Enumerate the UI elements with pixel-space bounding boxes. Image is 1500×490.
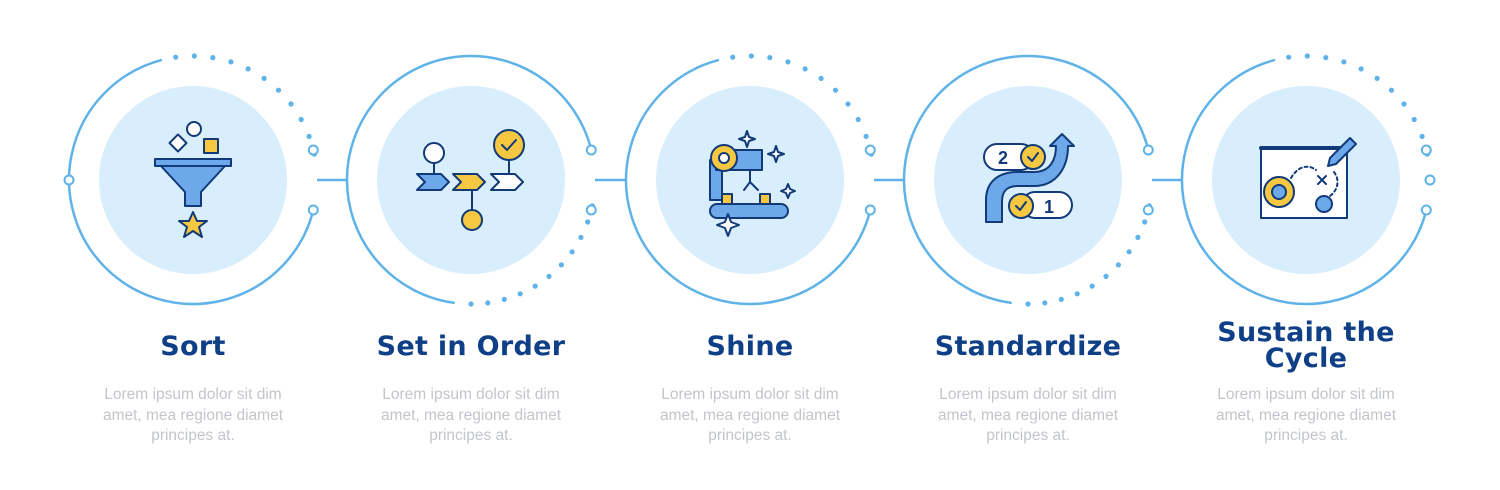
ring-dot [767, 55, 773, 61]
step-title: Shine [706, 331, 794, 362]
ring-connector-node [63, 174, 75, 186]
ring-dot [275, 87, 282, 93]
ring-connector-node [864, 204, 876, 216]
ring-dot [306, 133, 312, 139]
ring-dot [517, 291, 523, 297]
ring-dot [1025, 301, 1031, 307]
step-set-in-order: Set in Order Lorem ipsum dolor sit dim a… [341, 333, 601, 447]
ring-dot [569, 249, 575, 255]
ring-dot [832, 87, 839, 93]
ring-dot [855, 116, 861, 123]
ring-dot [802, 66, 808, 72]
ring-dot [173, 54, 179, 60]
step-description: Lorem ipsum dolor sit dim amet, mea regi… [659, 386, 841, 444]
ring-connector-node [1420, 204, 1432, 216]
ring-dot [1358, 66, 1364, 72]
ring-connector-node [585, 144, 597, 156]
ring-dot [228, 59, 234, 65]
step-description: Lorem ipsum dolor sit dim amet, mea regi… [102, 386, 284, 444]
ring-dot [1411, 116, 1417, 123]
ring-dot [1286, 54, 1292, 60]
ring-dot [730, 54, 736, 60]
step-standardize: Standardize Lorem ipsum dolor sit dim am… [898, 333, 1158, 447]
ring-arc [67, 58, 315, 306]
ring-dot [748, 53, 754, 59]
ring-connector-node [1142, 204, 1154, 216]
ring-dot [1126, 249, 1132, 255]
step-title: Set in Order [376, 331, 566, 362]
ring-arc [902, 54, 1151, 305]
ring-dot [1341, 59, 1347, 65]
ring-connector-node [307, 144, 319, 156]
ring-dot [1115, 262, 1121, 268]
ring-dot [1323, 55, 1329, 61]
step-description: Lorem ipsum dolor sit dim amet, mea regi… [937, 386, 1119, 444]
svg-text:1: 1 [1044, 197, 1054, 217]
step-title: Sort [160, 331, 226, 362]
ring-dot [1304, 53, 1310, 59]
ring-connector-node [864, 144, 876, 156]
ring-dot [1135, 234, 1141, 240]
ring-dot [1388, 87, 1395, 93]
connecting-rings [63, 53, 1436, 307]
ring-dot [210, 55, 216, 61]
svg-text:2: 2 [998, 148, 1008, 168]
step-title: Standardize [934, 331, 1122, 362]
robot-arm-conveyor-icon [709, 130, 796, 237]
ring-connector-node [307, 204, 319, 216]
ring-dot [298, 116, 304, 123]
ring-arc [1180, 58, 1428, 306]
ring-dot [468, 301, 474, 307]
workflow-arrows-icon [416, 129, 525, 231]
ring-dot [1089, 283, 1095, 289]
ring-dot [1074, 291, 1080, 297]
funnel-sort-icon [154, 121, 232, 238]
ring-dot [1042, 300, 1048, 306]
ring-dot [1419, 133, 1425, 139]
ring-dot [1374, 75, 1380, 81]
step-description: Lorem ipsum dolor sit dim amet, mea regi… [1215, 386, 1397, 444]
ring-dot [1058, 296, 1064, 302]
ring-dot [501, 296, 507, 302]
step-description: Lorem ipsum dolor sit dim amet, mea regi… [380, 386, 562, 444]
strategy-board-target-icon [1259, 137, 1357, 219]
ring-connector-node [1142, 144, 1154, 156]
ring-dot [785, 59, 791, 65]
ring-dot [578, 234, 584, 240]
ring-dot [485, 300, 491, 306]
ring-connector-node [1420, 144, 1432, 156]
ring-arc [345, 54, 594, 305]
ring-dot [245, 66, 251, 72]
ring-dot [1401, 101, 1407, 107]
ring-dot [191, 53, 197, 59]
ring-dot [532, 283, 538, 289]
ring-dot [1142, 219, 1148, 225]
process-road-gears-icon: 2 1 [983, 133, 1075, 223]
ring-arc [624, 58, 872, 306]
ring-dot [818, 75, 824, 81]
ring-dot [863, 133, 869, 139]
ring-connector-node [1424, 174, 1436, 186]
ring-dot [546, 273, 552, 279]
ring-dot [845, 101, 851, 107]
ring-dot [261, 75, 267, 81]
step-sort: Sort Lorem ipsum dolor sit dim amet, mea… [63, 333, 323, 447]
step-title: Sustain the Cycle [1217, 317, 1395, 374]
step-shine: Shine Lorem ipsum dolor sit dim amet, me… [620, 333, 880, 447]
ring-dot [558, 262, 565, 268]
ring-dot [1103, 273, 1109, 279]
ring-connector-node [585, 204, 597, 216]
step-sustain-the-cycle: Sustain the Cycle Lorem ipsum dolor sit … [1176, 317, 1436, 447]
ring-dot [288, 101, 294, 107]
ring-dot [585, 219, 591, 225]
